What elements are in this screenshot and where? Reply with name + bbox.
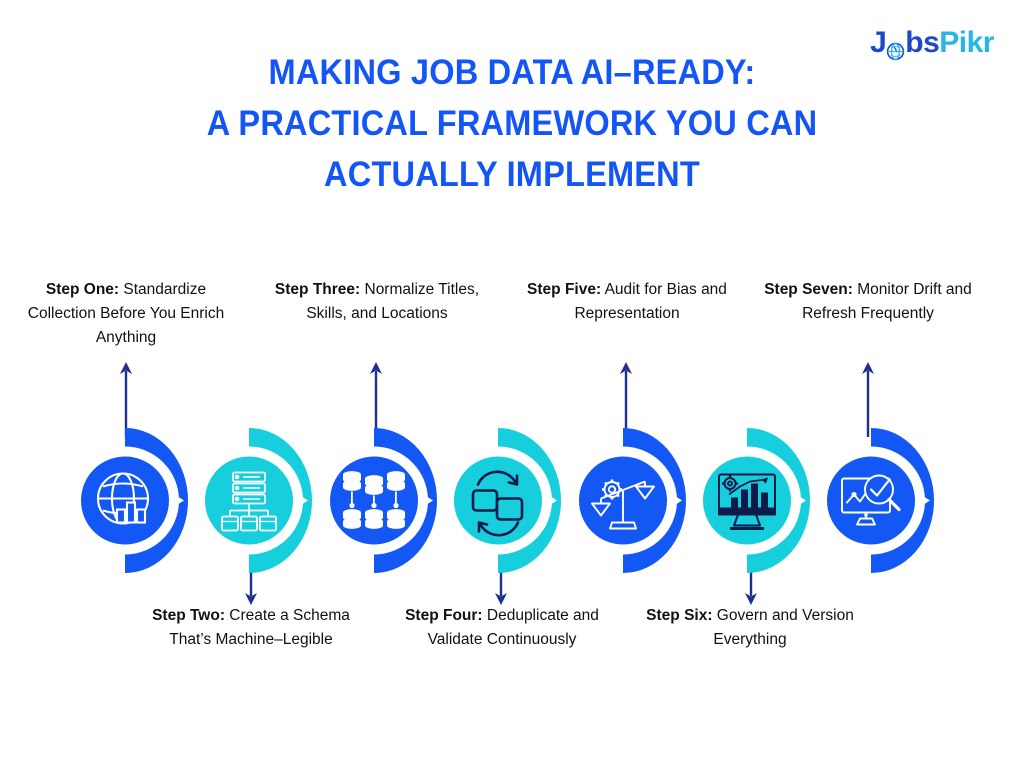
step-label-step-seven: Step Seven: Monitor Drift and Refresh Fr…: [753, 278, 983, 326]
step-name-step-two: Step Two:: [152, 607, 225, 624]
step-name-step-three: Step Three:: [274, 281, 361, 298]
step-text-step-two: Create a Schema That’s Machine–Legible: [169, 607, 350, 649]
connector-arrow-step-five: [613, 362, 639, 437]
connector-arrow-step-seven: [855, 362, 881, 437]
step-name-step-seven: Step Seven:: [764, 281, 853, 298]
connector-arrow-step-one: [113, 362, 139, 437]
step-name-step-six: Step Six:: [646, 607, 713, 624]
step-text-step-five: Audit for Bias and Representation: [574, 281, 727, 323]
title-line-2: A PRACTICAL FRAMEWORK YOU CAN: [206, 103, 818, 143]
process-node-step-one[interactable]: [62, 428, 247, 573]
step-text-step-seven: Monitor Drift and Refresh Frequently: [802, 281, 972, 323]
step-name-step-one: Step One:: [45, 281, 120, 298]
step-label-step-six: Step Six: Govern and Version Everything: [635, 604, 865, 652]
globe-icon: [886, 37, 905, 60]
step-text-step-three: Normalize Titles, Skills, and Locations: [306, 281, 480, 323]
step-label-step-five: Step Five: Audit for Bias and Representa…: [512, 278, 742, 326]
page-title: MAKING JOB DATA AI–READY: A PRACTICAL FR…: [36, 48, 988, 200]
logo-text-light: Pikr: [939, 26, 994, 59]
logo-text-dark-2: bs: [905, 26, 940, 59]
step-name-step-four: Step Four:: [405, 607, 483, 624]
step-text-step-four: Deduplicate and Validate Continuously: [427, 607, 599, 649]
step-name-step-five: Step Five:: [527, 281, 602, 298]
step-text-step-six: Govern and Version Everything: [712, 607, 854, 649]
step-label-step-two: Step Two: Create a Schema That’s Machine…: [136, 604, 366, 652]
connector-arrow-step-three: [363, 362, 389, 437]
step-label-step-one: Step One: Standardize Collection Before …: [11, 278, 241, 350]
step-text-step-one: Standardize Collection Before You Enrich…: [27, 281, 225, 347]
jobspikr-logo: J bs Pikr: [870, 26, 994, 60]
step-label-step-three: Step Three: Normalize Titles, Skills, an…: [262, 278, 492, 326]
process-node-step-six[interactable]: [684, 428, 869, 573]
logo-text-dark-1: J: [870, 26, 887, 59]
process-chain: [0, 428, 1024, 573]
title-line-1: MAKING JOB DATA AI–READY:: [268, 53, 756, 92]
title-line-3: ACTUALLY IMPLEMENT: [324, 154, 700, 194]
process-node-step-two[interactable]: [186, 428, 371, 573]
step-label-step-four: Step Four: Deduplicate and Validate Cont…: [387, 604, 617, 652]
